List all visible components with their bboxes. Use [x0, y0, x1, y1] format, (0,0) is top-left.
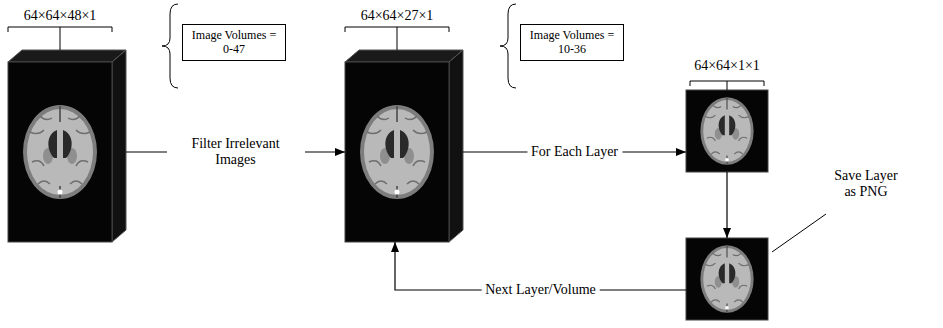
cube-side: [449, 50, 463, 242]
cube-top: [345, 50, 463, 62]
volume-cube: 64×64×48×1: [8, 50, 126, 242]
brain-image: [360, 105, 434, 199]
callout-text: Image Volumes = 10-36: [528, 28, 616, 57]
edge-label: For Each Layer: [527, 144, 622, 160]
dimension-label: 64×64×1×1: [677, 58, 777, 74]
dimension-bracket: [8, 27, 112, 50]
callout-box: Image Volumes = 0-47: [182, 24, 286, 61]
dimension-bracket: [690, 81, 764, 90]
callout-text: Image Volumes = 0-47: [190, 28, 278, 57]
cube-side: [112, 50, 126, 242]
saved-slice: Save Layer as PNG: [686, 238, 768, 320]
curly-brace: [500, 4, 516, 88]
brain-image: [23, 105, 97, 199]
curly-brace: [162, 4, 178, 88]
note-text: Save Layer as PNG: [828, 168, 904, 200]
dimension-label: 64×64×27×1: [345, 8, 449, 24]
edge-label: Filter Irrelevant Images: [167, 136, 305, 168]
volume-cube-art: [345, 50, 463, 242]
dimension-label: 64×64×48×1: [8, 8, 112, 24]
slice-square: [686, 90, 768, 172]
volume-cube: 64×64×27×1: [345, 50, 463, 242]
volume-cube-art: [8, 50, 126, 242]
slice-square: [686, 238, 768, 320]
cube-front: [8, 62, 112, 242]
cube-front: [345, 62, 449, 242]
slice-image: 64×64×1×1: [686, 90, 768, 172]
edge-label: Next Layer/Volume: [481, 282, 600, 298]
flow-arrow: [726, 172, 727, 238]
leader-line: [772, 214, 826, 252]
dimension-bracket: [345, 27, 449, 50]
brain-image: [700, 97, 753, 165]
cube-top: [8, 50, 126, 62]
brain-image: [700, 245, 753, 313]
callout-box: Image Volumes = 10-36: [520, 24, 624, 61]
